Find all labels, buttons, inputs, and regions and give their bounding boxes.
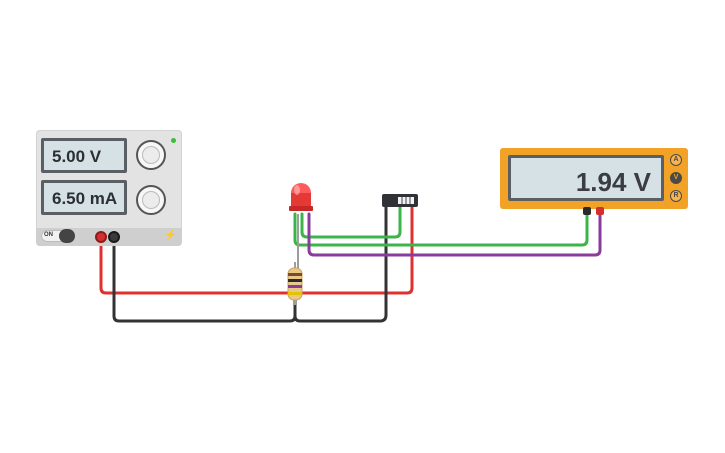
power-supply: 5.00 V 6.50 mA ON ⚡ (36, 130, 182, 246)
cv-indicator-icon (171, 138, 176, 143)
mode-ohmmeter-button[interactable]: R (670, 190, 682, 202)
negative-terminal[interactable] (108, 231, 120, 243)
lightning-icon: ⚡ (164, 230, 177, 241)
black-wire-2 (293, 204, 388, 323)
led[interactable] (289, 183, 313, 211)
power-switch[interactable]: ON (41, 229, 75, 243)
green-wire-2 (300, 204, 402, 239)
current-knob[interactable] (136, 185, 166, 215)
voltage-knob[interactable] (136, 140, 166, 170)
black-wire (112, 235, 297, 323)
slide-switch[interactable] (382, 194, 418, 207)
green-wire (293, 211, 589, 247)
mode-ammeter-button[interactable]: A (670, 154, 682, 166)
mode-voltmeter-button[interactable]: V (670, 172, 682, 184)
power-switch-label: ON (44, 232, 53, 238)
voltage-display: 5.00 V (41, 138, 127, 173)
multimeter-black-probe[interactable] (583, 207, 591, 215)
power-switch-knob (59, 229, 75, 243)
multimeter-display: 1.94 V (508, 155, 664, 201)
purple-wire (307, 211, 602, 257)
resistor[interactable] (287, 262, 303, 305)
multimeter: 1.94 V A V R (500, 148, 688, 215)
positive-terminal[interactable] (95, 231, 107, 243)
multimeter-red-probe[interactable] (596, 207, 604, 215)
red-wire (99, 204, 414, 295)
current-display: 6.50 mA (41, 180, 127, 215)
